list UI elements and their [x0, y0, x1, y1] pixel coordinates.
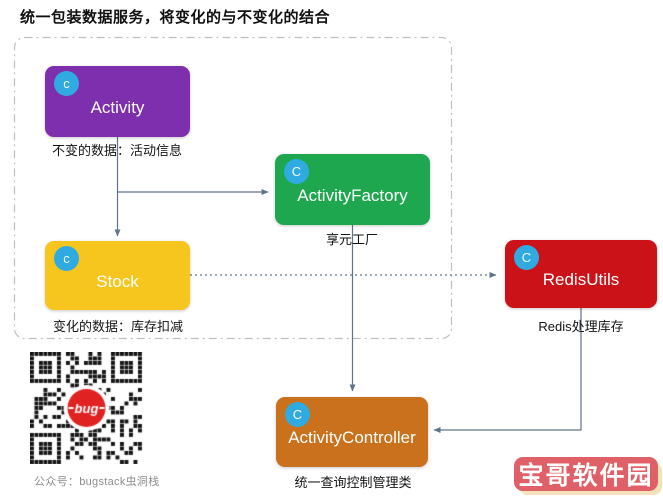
node-activity-factory: C ActivityFactory — [275, 154, 430, 225]
node-caption-factory: 享元工厂 — [325, 232, 379, 247]
node-label: ActivityController — [288, 428, 416, 447]
flyweight-group-container — [13, 36, 453, 340]
node-caption-stock: 变化的数据：库存扣减 — [52, 319, 184, 334]
node-stock: c Stock — [45, 241, 190, 310]
class-icon: C — [284, 159, 309, 184]
node-label: Stock — [96, 271, 139, 291]
node-caption-activity: 不变的数据：活动信息 — [51, 143, 183, 158]
class-icon: C — [285, 402, 310, 427]
node-redis-utils: C RedisUtils — [505, 240, 657, 308]
node-label: Activity — [90, 97, 145, 117]
node-label: ActivityFactory — [297, 185, 408, 205]
class-icon: C — [514, 245, 539, 270]
node-label: RedisUtils — [542, 270, 620, 289]
node-caption-controller: 统一查询控制管理类 — [294, 475, 412, 490]
node-activity-controller: C ActivityController — [276, 397, 428, 467]
qr-code-image — [30, 352, 143, 464]
watermark-text: 宝哥软件园 — [518, 462, 654, 490]
edge-redis-to-controller — [433, 308, 582, 433]
watermark-badge: 宝哥软件园 — [514, 457, 658, 491]
qr-caption: 公众号：bugstack虫洞栈 — [34, 476, 160, 488]
class-icon: c — [54, 71, 79, 96]
node-activity: c Activity — [45, 66, 190, 137]
qr-code-block: 公众号：bugstack虫洞栈 — [30, 352, 160, 489]
class-icon: c — [54, 246, 79, 271]
node-caption-redis: Redis处理库存 — [538, 319, 624, 334]
page-title: 统一包装数据服务，将变化的与不变化的结合 — [20, 9, 331, 26]
